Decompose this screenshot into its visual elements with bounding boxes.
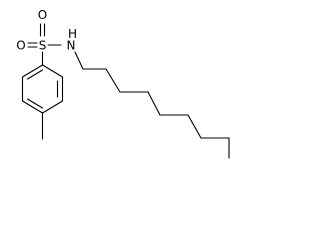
ring-bond-4 [21,100,44,114]
atom-label-nitrogen: N [67,39,76,53]
ring-double-3 [26,69,44,80]
atom-label-sulfur: S [39,39,47,53]
ring-bond-3 [41,100,64,114]
chain-bond-2 [105,68,121,93]
benzene-ring [21,64,64,140]
atom-label-oxygen-left: O [16,39,25,53]
ring-bond-6 [21,64,44,78]
ring-bond-1 [41,64,64,78]
molecule-diagram: O O S H N [16,8,230,159]
decyl-chain [74,51,230,159]
chain-bond-n-c1 [74,51,84,70]
atom-label-oxygen-top: O [38,8,47,22]
atom-label-hydrogen: H [68,27,77,41]
chain-bond-4 [147,91,161,116]
ring-double-2 [26,98,44,109]
chain-bond-6 [187,114,202,139]
sulfonyl-group [27,23,62,66]
